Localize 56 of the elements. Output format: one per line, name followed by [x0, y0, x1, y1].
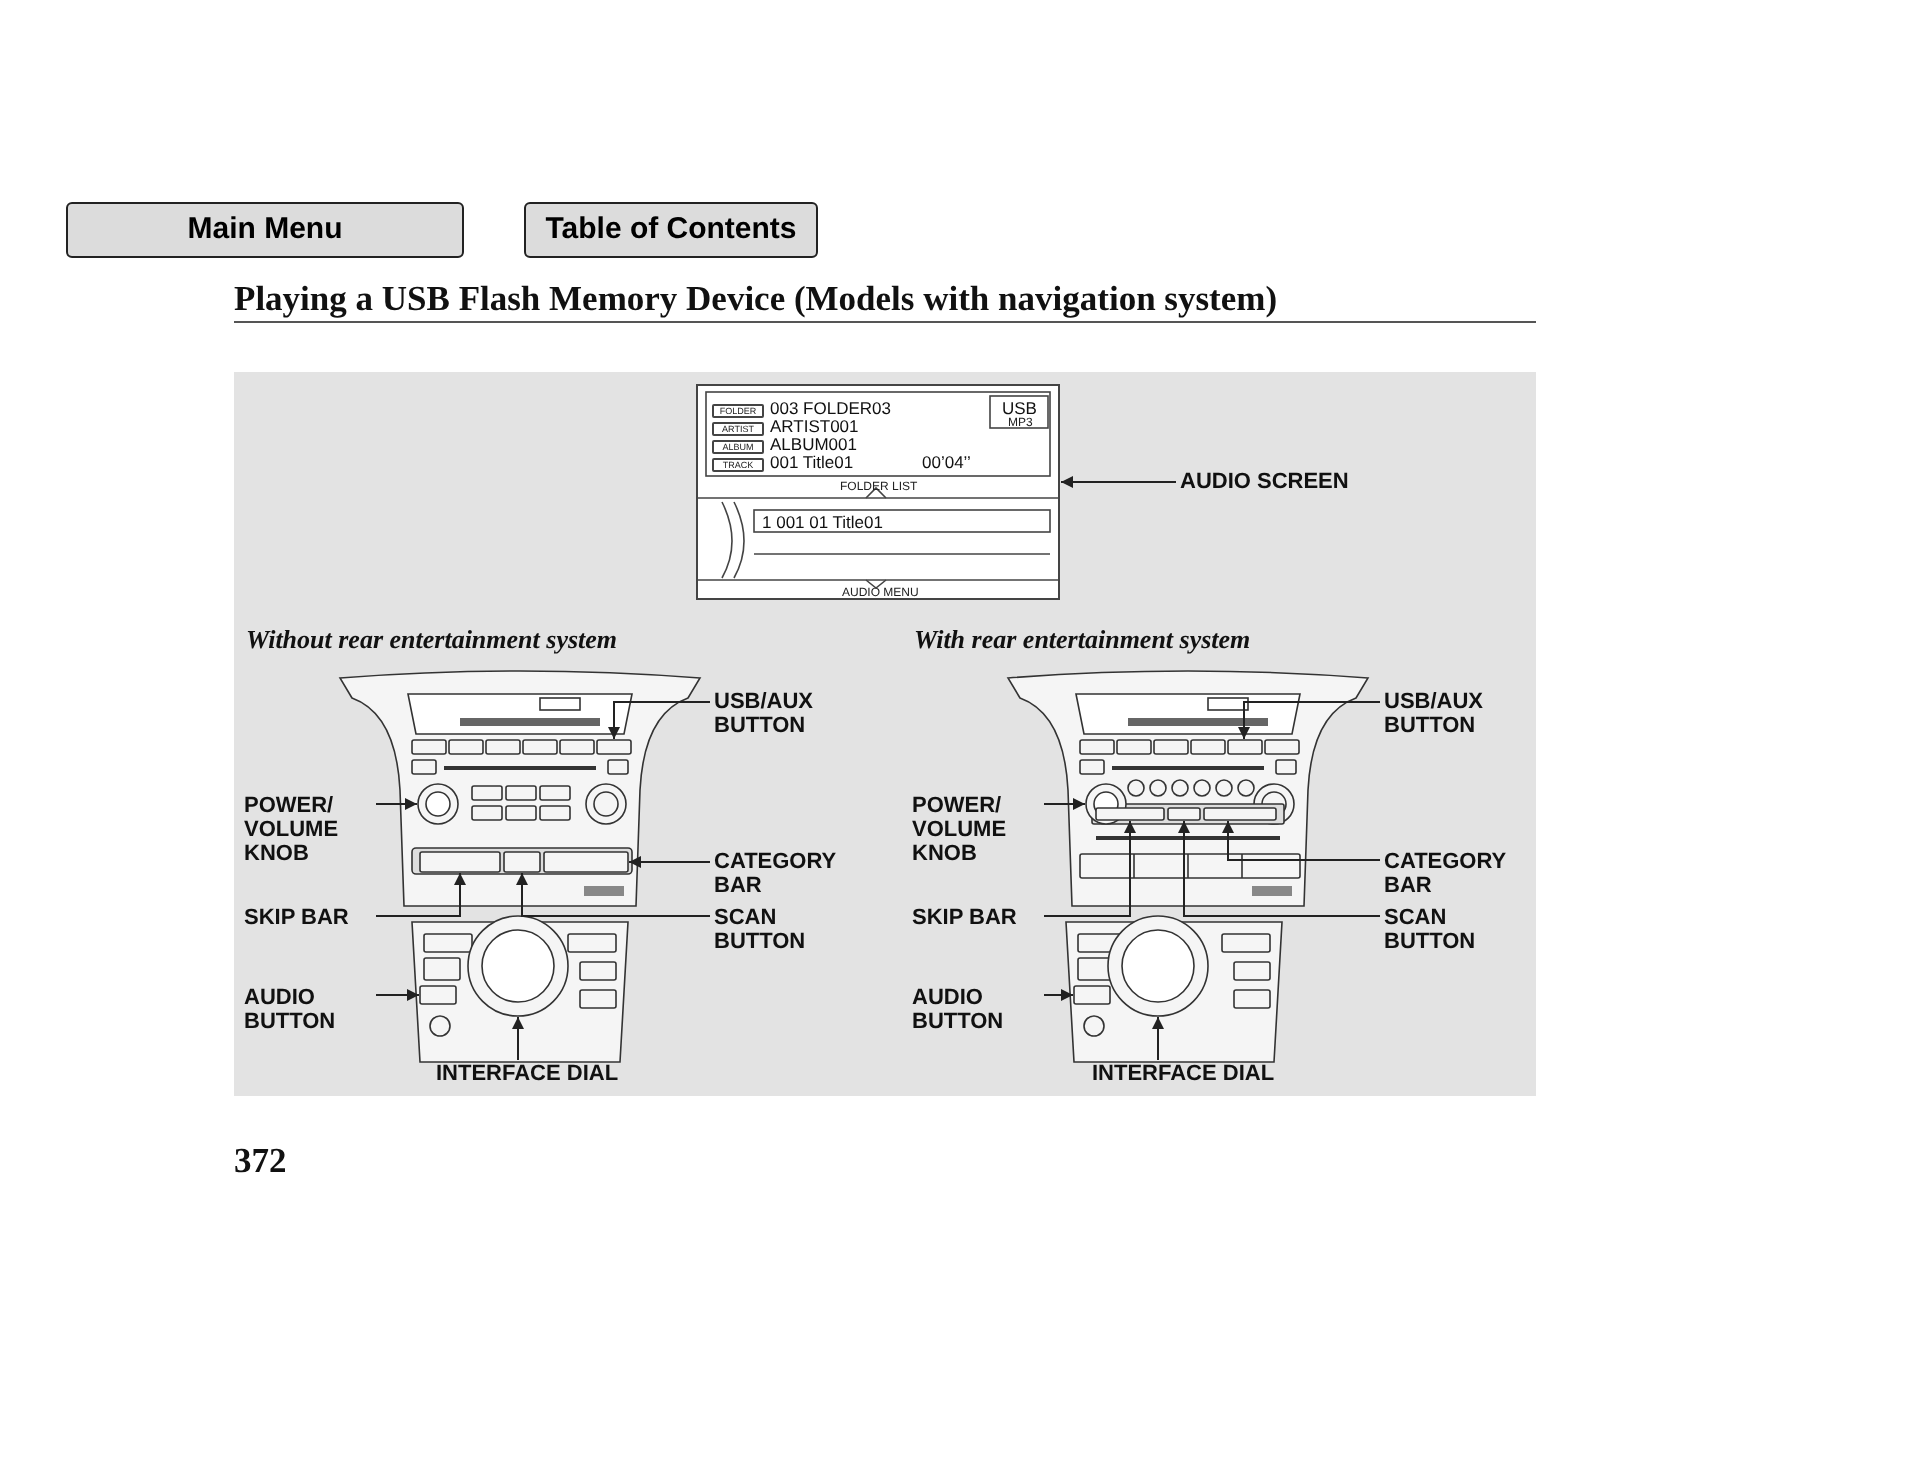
callout-label: USB/AUX BUTTON — [714, 690, 842, 738]
interface-dial — [1107, 915, 1209, 1017]
callout-label: SKIP BAR — [244, 906, 372, 930]
screen-text: 00’04’’ — [922, 454, 971, 472]
leader-line — [1043, 989, 1074, 1001]
callout-label: POWER/ VOLUME KNOB — [244, 794, 372, 866]
screen-text: 1 001 01 Title01 — [762, 514, 883, 532]
leader-line — [1238, 701, 1381, 740]
leader-line — [512, 1016, 524, 1061]
screen-text: ARTIST001 — [770, 418, 859, 436]
callout-label: SCAN BUTTON — [714, 906, 842, 954]
audio-button — [1073, 985, 1111, 1005]
callout-label: POWER/ VOLUME KNOB — [912, 794, 1040, 866]
callout-label: CATEGORY BAR — [1384, 850, 1512, 898]
audio-screen — [696, 384, 1060, 600]
callout-label: SKIP BAR — [912, 906, 1040, 930]
callout-label: AUDIO BUTTON — [244, 986, 372, 1034]
leader-line — [1178, 820, 1381, 917]
usb-aux-button — [596, 739, 632, 755]
interface-dial — [467, 915, 569, 1017]
callout-label: USB/AUX BUTTON — [1384, 690, 1512, 738]
leader-line — [516, 872, 711, 917]
screen-text: 003 FOLDER03 — [770, 400, 891, 418]
leader-line — [375, 989, 420, 1001]
callout-label: AUDIO BUTTON — [912, 986, 1040, 1034]
scan-button — [1167, 807, 1201, 821]
page-title: Playing a USB Flash Memory Device (Models with navigation system) — [234, 278, 1278, 320]
main-menu-button: Main Menu — [66, 202, 464, 258]
skip-bar — [1095, 807, 1165, 821]
usb-aux-button — [1227, 739, 1263, 755]
callout-label: AUDIO SCREEN — [1180, 470, 1349, 494]
category-bar — [1203, 807, 1277, 821]
volume-knob — [417, 783, 459, 825]
callout-label: SCAN BUTTON — [1384, 906, 1512, 954]
leader-line — [628, 856, 711, 868]
leader-line — [1043, 798, 1086, 810]
page-number: 372 — [234, 1140, 287, 1182]
scan-button — [503, 851, 541, 873]
leader-line — [375, 798, 418, 810]
leader-line — [1060, 476, 1177, 488]
callout-label: CATEGORY BAR — [714, 850, 842, 898]
section-heading: Without rear entertainment system — [246, 624, 618, 656]
callout-label: INTERFACE DIAL — [436, 1062, 619, 1086]
leader-line — [608, 701, 711, 740]
leader-line — [1222, 820, 1381, 861]
contents-button: Table of Contents — [524, 202, 818, 258]
screen-text: ALBUM001 — [770, 436, 857, 454]
category-bar — [543, 851, 629, 873]
skip-bar — [419, 851, 501, 873]
callout-label: INTERFACE DIAL — [1092, 1062, 1275, 1086]
screen-text: USB — [1002, 400, 1037, 418]
section-heading: With rear entertainment system — [914, 624, 1251, 656]
screen-text: 001 Title01 — [770, 454, 854, 472]
leader-line — [1152, 1016, 1164, 1061]
leader-line — [375, 872, 466, 917]
audio-button — [419, 985, 457, 1005]
